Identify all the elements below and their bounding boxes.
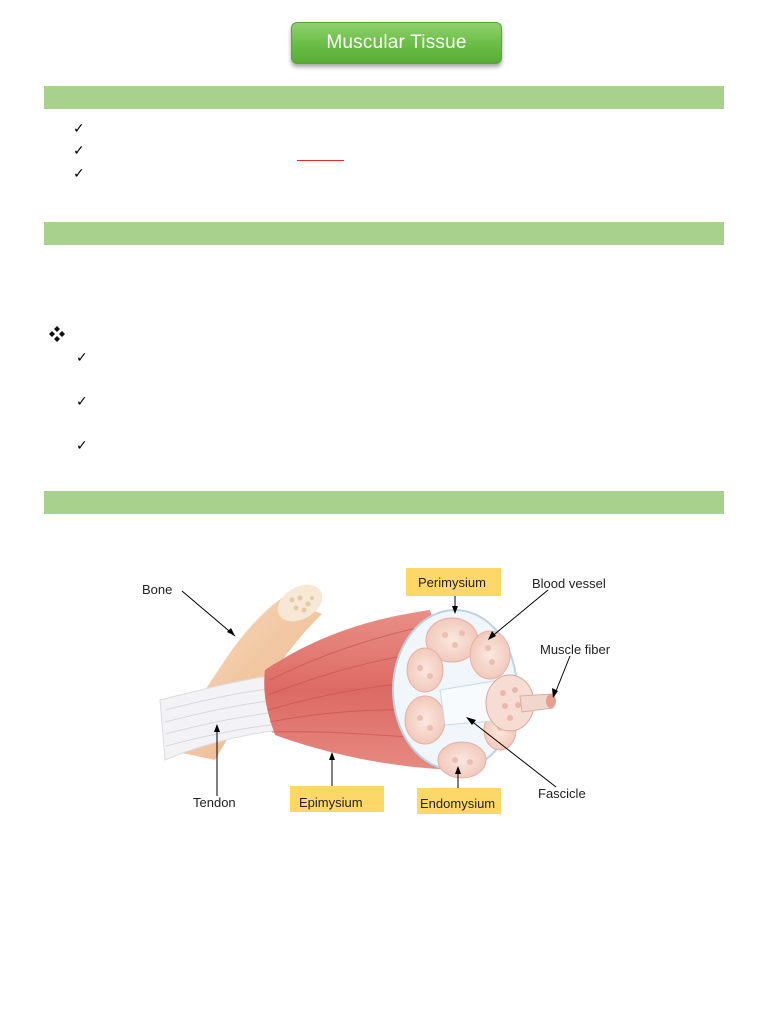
label-endomysium: Endomysium: [420, 796, 496, 811]
label-muscle-fiber: Muscle fiber: [540, 642, 611, 657]
label-tendon: Tendon: [193, 795, 236, 810]
checkmark-icon: ✓: [76, 394, 88, 410]
section-header-band-3: [44, 491, 724, 514]
section-header-band-1: [44, 86, 724, 109]
section-header-band-2: [44, 222, 724, 245]
label-epimysium: Epimysium: [299, 795, 363, 810]
checkmark-icon: ✓: [76, 350, 88, 366]
red-underline: [297, 160, 344, 161]
label-bone: Bone: [142, 582, 173, 597]
label-perimysium: Perimysium: [418, 575, 486, 590]
page-title: Muscular Tissue: [291, 22, 502, 64]
checkmark-icon: ✓: [73, 121, 85, 137]
checkmark-icon: ✓: [73, 143, 85, 159]
label-fascicle: Fascicle: [538, 786, 586, 801]
checkmark-icon: ✓: [73, 166, 85, 182]
label-blood-vessel: Blood vessel: [532, 576, 606, 591]
checkmark-icon: ✓: [76, 438, 88, 454]
diamond-bullet-icon: [49, 326, 65, 342]
